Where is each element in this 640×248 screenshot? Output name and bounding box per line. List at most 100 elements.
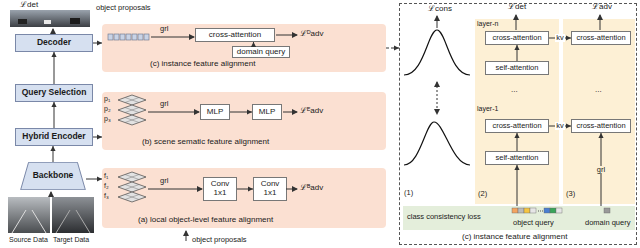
connector <box>237 186 253 191</box>
token <box>120 34 125 40</box>
query-box: domain query <box>232 46 290 58</box>
node-text: Decoder <box>37 38 71 47</box>
connector <box>514 165 519 206</box>
arrow-head <box>97 40 102 45</box>
token <box>556 208 562 213</box>
flow-arrow <box>276 35 297 36</box>
node-text: (a) local object-level feature alignment <box>138 216 273 225</box>
grl-label: grl <box>160 100 168 108</box>
consistency-arrow <box>437 82 438 114</box>
token <box>512 208 518 213</box>
connector <box>93 40 102 45</box>
ellipsis: ... <box>595 86 602 95</box>
connector <box>50 146 55 162</box>
layer-label: layer-1 <box>477 105 498 113</box>
loss-label: ℒᴮadv <box>300 184 323 193</box>
connector <box>514 133 519 151</box>
node-text: Query Selection <box>22 88 87 97</box>
token <box>544 208 550 213</box>
image-car <box>70 18 80 24</box>
arrow-head <box>51 102 56 107</box>
process-box: Hybrid Encoder <box>15 128 93 146</box>
connector <box>93 134 102 139</box>
node-text: object query <box>513 219 554 227</box>
arrow-head <box>251 42 256 47</box>
alignment-panel: (c) instance feature alignment cross-atte… <box>102 24 386 72</box>
arrow-head <box>514 133 519 138</box>
token <box>530 208 536 213</box>
arrow-head <box>247 109 252 114</box>
distribution-curve <box>404 122 470 165</box>
feature-name: p₂ <box>104 105 111 113</box>
layer-label: layer-n <box>477 20 498 28</box>
node-text: cross-attention <box>492 34 541 42</box>
backbone-trapezoid: Backbone <box>20 162 86 190</box>
arrow-head <box>51 52 56 57</box>
loss-label: ℒcons <box>428 5 452 14</box>
arrow-head <box>97 176 102 181</box>
node-text: cross-attention <box>576 122 625 130</box>
source-image <box>8 197 50 233</box>
flow-arrow <box>437 16 438 28</box>
token <box>138 34 143 40</box>
conv-box: Conv 1x1 <box>203 177 237 201</box>
node-text: (3) <box>566 190 575 198</box>
arrow-head <box>394 45 399 50</box>
connector <box>386 45 399 50</box>
connector <box>230 109 252 114</box>
attention-box: cross-attention <box>195 28 275 42</box>
domain-token <box>604 208 610 213</box>
connector <box>251 42 256 47</box>
edge-label: kv <box>555 122 565 130</box>
arrow-head <box>514 45 519 50</box>
mlp-box: MLP <box>200 104 230 120</box>
arrow-head <box>566 123 571 128</box>
flow-arrow <box>151 37 194 38</box>
node-text: self-attention <box>496 64 539 72</box>
grl-label: grl <box>160 177 168 185</box>
road-lines <box>12 210 46 233</box>
token <box>518 208 524 213</box>
process-box: Query Selection <box>15 84 93 102</box>
arrow-head <box>514 165 519 170</box>
node-text: cross-attention <box>576 34 625 42</box>
flow-arrow <box>516 15 517 30</box>
image-caption: Target Data <box>53 236 89 244</box>
node-text: class consistency loss <box>407 213 481 221</box>
node-text: Hybrid Encoder <box>22 132 85 141</box>
edge-label: kv <box>555 34 565 42</box>
arrow-head <box>598 133 603 138</box>
output-image-strip <box>10 10 90 27</box>
attention-box: self-attention <box>485 61 549 75</box>
edge-label: grl <box>596 166 606 174</box>
node-text: domain query <box>585 219 630 227</box>
distribution-curve <box>404 30 470 75</box>
node-text: (c) instance feature alignment <box>462 233 567 242</box>
ellipsis: ... <box>511 86 518 95</box>
flow-arrow <box>186 231 187 241</box>
node-text: (c) instance feature alignment <box>150 60 255 69</box>
connector <box>86 176 102 181</box>
feature-name: f₁ <box>104 172 108 180</box>
feature-name: f₂ <box>104 182 109 190</box>
loss-label: ℒᴱadv <box>300 107 323 116</box>
note-label: object proposals <box>192 236 247 244</box>
node-text: self-attention <box>496 154 539 162</box>
arrow-head <box>97 134 102 139</box>
connector-line <box>517 165 518 206</box>
flow-arrow <box>51 192 52 196</box>
node-text: Conv 1x1 <box>206 180 234 198</box>
target-image <box>52 197 94 233</box>
token <box>114 34 119 40</box>
flow-arrow <box>148 189 202 190</box>
mlp-box: MLP <box>252 104 282 120</box>
node-text: MLP <box>207 108 223 117</box>
conv-box: Conv 1x1 <box>253 177 287 201</box>
token <box>144 34 149 40</box>
feature-maps <box>118 95 146 202</box>
discriminator-column: (3) cross-attention cross-attention <box>563 19 635 204</box>
note-label: object proposals <box>96 4 151 12</box>
token <box>132 34 137 40</box>
attention-box: cross-attention <box>485 31 549 45</box>
